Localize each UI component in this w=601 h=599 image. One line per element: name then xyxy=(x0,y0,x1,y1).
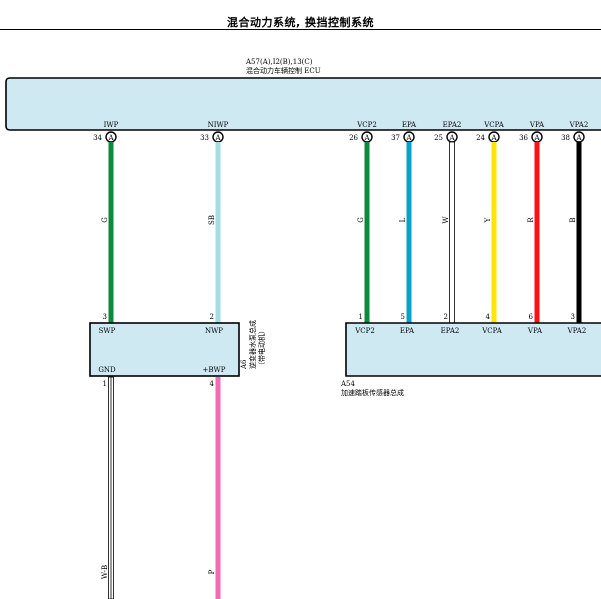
pump-pin-number: 1 xyxy=(103,380,107,388)
pump-pin-signal: SWP xyxy=(99,327,116,335)
ecu-pin-conn-letter: A xyxy=(405,134,412,142)
wire-color-code: SB xyxy=(208,215,216,225)
ecu-pin-conn-letter: A xyxy=(533,134,540,142)
ecu-signal-vpa2: VPA2 xyxy=(569,121,589,129)
sensor-box xyxy=(345,322,601,377)
sensor-pin-signal: EPA xyxy=(400,327,415,335)
sensor-pin-number: 1 xyxy=(359,313,363,321)
ecu-pin-number: 34 xyxy=(93,134,102,142)
wire-color-code: L xyxy=(399,217,407,222)
sensor-pin-signal: VPA2 xyxy=(567,327,587,335)
ecu-pin-number: 37 xyxy=(391,134,400,142)
wire-color-code: Y xyxy=(484,217,492,223)
wire-color-code: G xyxy=(357,217,365,223)
ecu-name: 混合动力车辆控制 ECU xyxy=(246,66,321,75)
pump-pin-number: 3 xyxy=(103,313,107,321)
wire-color-code: G xyxy=(101,217,109,223)
sensor-pin-number: 3 xyxy=(571,313,575,321)
sensor-pin-signal: VCP2 xyxy=(354,327,375,335)
ecu-connector-label: A57(A),I2(B),13(C) xyxy=(245,58,313,66)
ecu-signal-epa2: EPA2 xyxy=(443,121,462,129)
wire xyxy=(406,142,412,323)
ecu-signal-vcp2: VCP2 xyxy=(356,121,377,129)
pump-name-2: （带电动机） xyxy=(257,327,266,369)
wire xyxy=(449,141,455,324)
title-rule xyxy=(0,29,601,30)
pump-pin-signal: NWP xyxy=(205,327,223,335)
ecu-signal-iwp: IWP xyxy=(104,121,119,129)
ecu-pin-number: 25 xyxy=(434,134,443,142)
ecu-pin-conn-letter: A xyxy=(490,134,497,142)
ecu-pin-conn-letter: A xyxy=(448,134,455,142)
ecu-pin-conn-letter: A xyxy=(107,134,114,142)
wire-color-code: B xyxy=(569,217,577,222)
sensor-name: 加速踏板传感器总成 xyxy=(341,388,404,397)
ecu-pin-number: 38 xyxy=(561,134,570,142)
wire xyxy=(215,377,221,599)
sensor-pin-signal: VPA xyxy=(527,327,543,335)
pump-ref: A6 xyxy=(240,359,248,370)
pump-pin-signal: +BWP xyxy=(203,366,226,374)
pump-pin-number: 2 xyxy=(210,313,214,321)
ecu-pin-number: 24 xyxy=(476,134,485,142)
wire-color-code: R xyxy=(527,217,535,223)
pump-name-1: 逆变器水泵总成 xyxy=(248,320,257,369)
ecu-signal-vcpa: VCPA xyxy=(483,121,504,129)
sensor-pin-number: 5 xyxy=(401,313,405,321)
sensor-ref: A54 xyxy=(340,380,356,388)
wire xyxy=(491,142,497,323)
sensor-pin-signal: EPA2 xyxy=(441,327,460,335)
wire-color-code: P xyxy=(208,569,216,574)
ecu-box xyxy=(5,77,601,131)
sensor-pin-signal: VCPA xyxy=(481,327,502,335)
ecu-signal-epa: EPA xyxy=(402,121,417,129)
wire-color-code: W xyxy=(442,216,450,224)
ecu-signal-vpa: VPA xyxy=(529,121,545,129)
wire xyxy=(534,142,540,323)
ecu-signal-niwp: NIWP xyxy=(208,121,229,129)
ecu-pin-number: 33 xyxy=(200,134,209,142)
sensor-pin-number: 6 xyxy=(529,313,534,321)
wire-color-code: W-B xyxy=(101,565,109,579)
sensor-pin-number: 4 xyxy=(486,313,491,321)
ecu-pin-conn-letter: A xyxy=(363,134,370,142)
pump-pin-number: 4 xyxy=(210,380,215,388)
ecu-pin-number: 36 xyxy=(519,134,528,142)
ecu-pin-conn-letter: A xyxy=(575,134,582,142)
pump-box xyxy=(89,322,240,377)
ecu-pin-conn-letter: A xyxy=(214,134,221,142)
wire xyxy=(576,142,582,323)
wire xyxy=(108,142,114,323)
ecu-pin-number: 26 xyxy=(349,134,358,142)
wire xyxy=(215,142,221,323)
sensor-pin-number: 2 xyxy=(444,313,448,321)
page-title: 混合动力系统, 换挡控制系统 xyxy=(226,16,374,29)
pump-pin-signal: GND xyxy=(98,366,116,374)
wire xyxy=(364,142,370,323)
